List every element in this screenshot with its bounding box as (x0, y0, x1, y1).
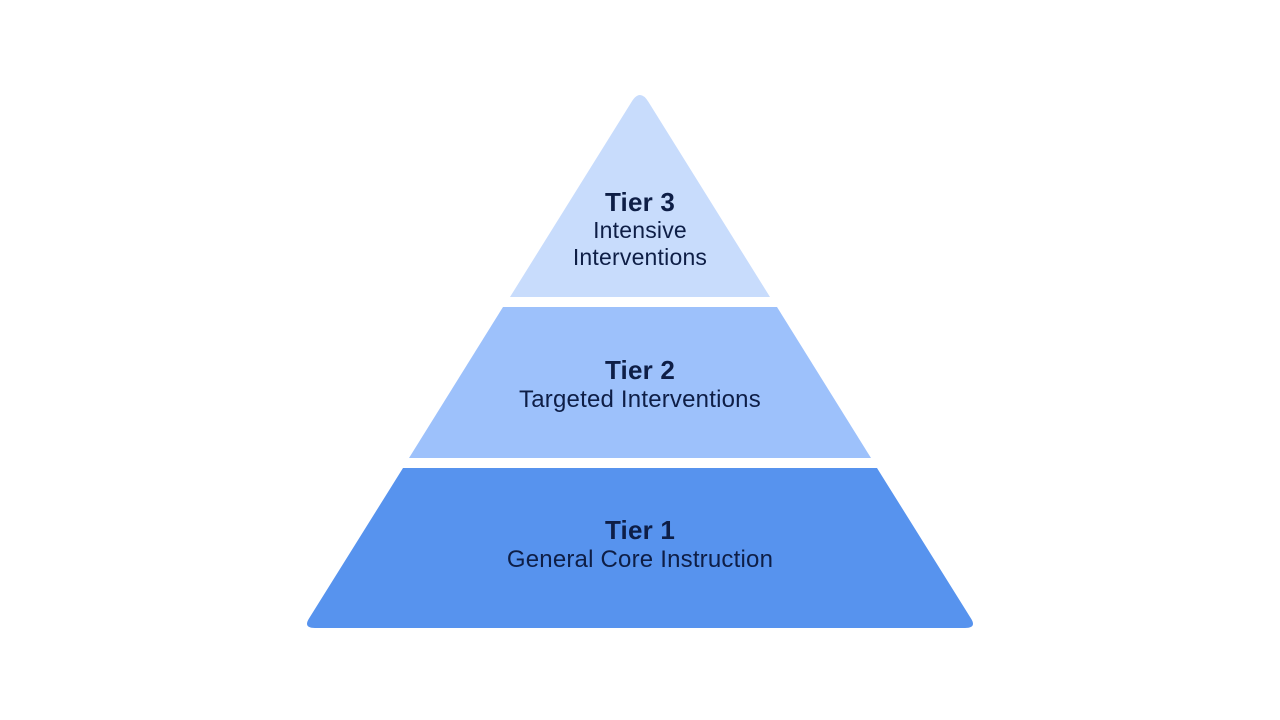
tier-2-shape (409, 307, 871, 458)
tier-3-shape (510, 95, 770, 297)
tier-1-shape (307, 468, 973, 628)
